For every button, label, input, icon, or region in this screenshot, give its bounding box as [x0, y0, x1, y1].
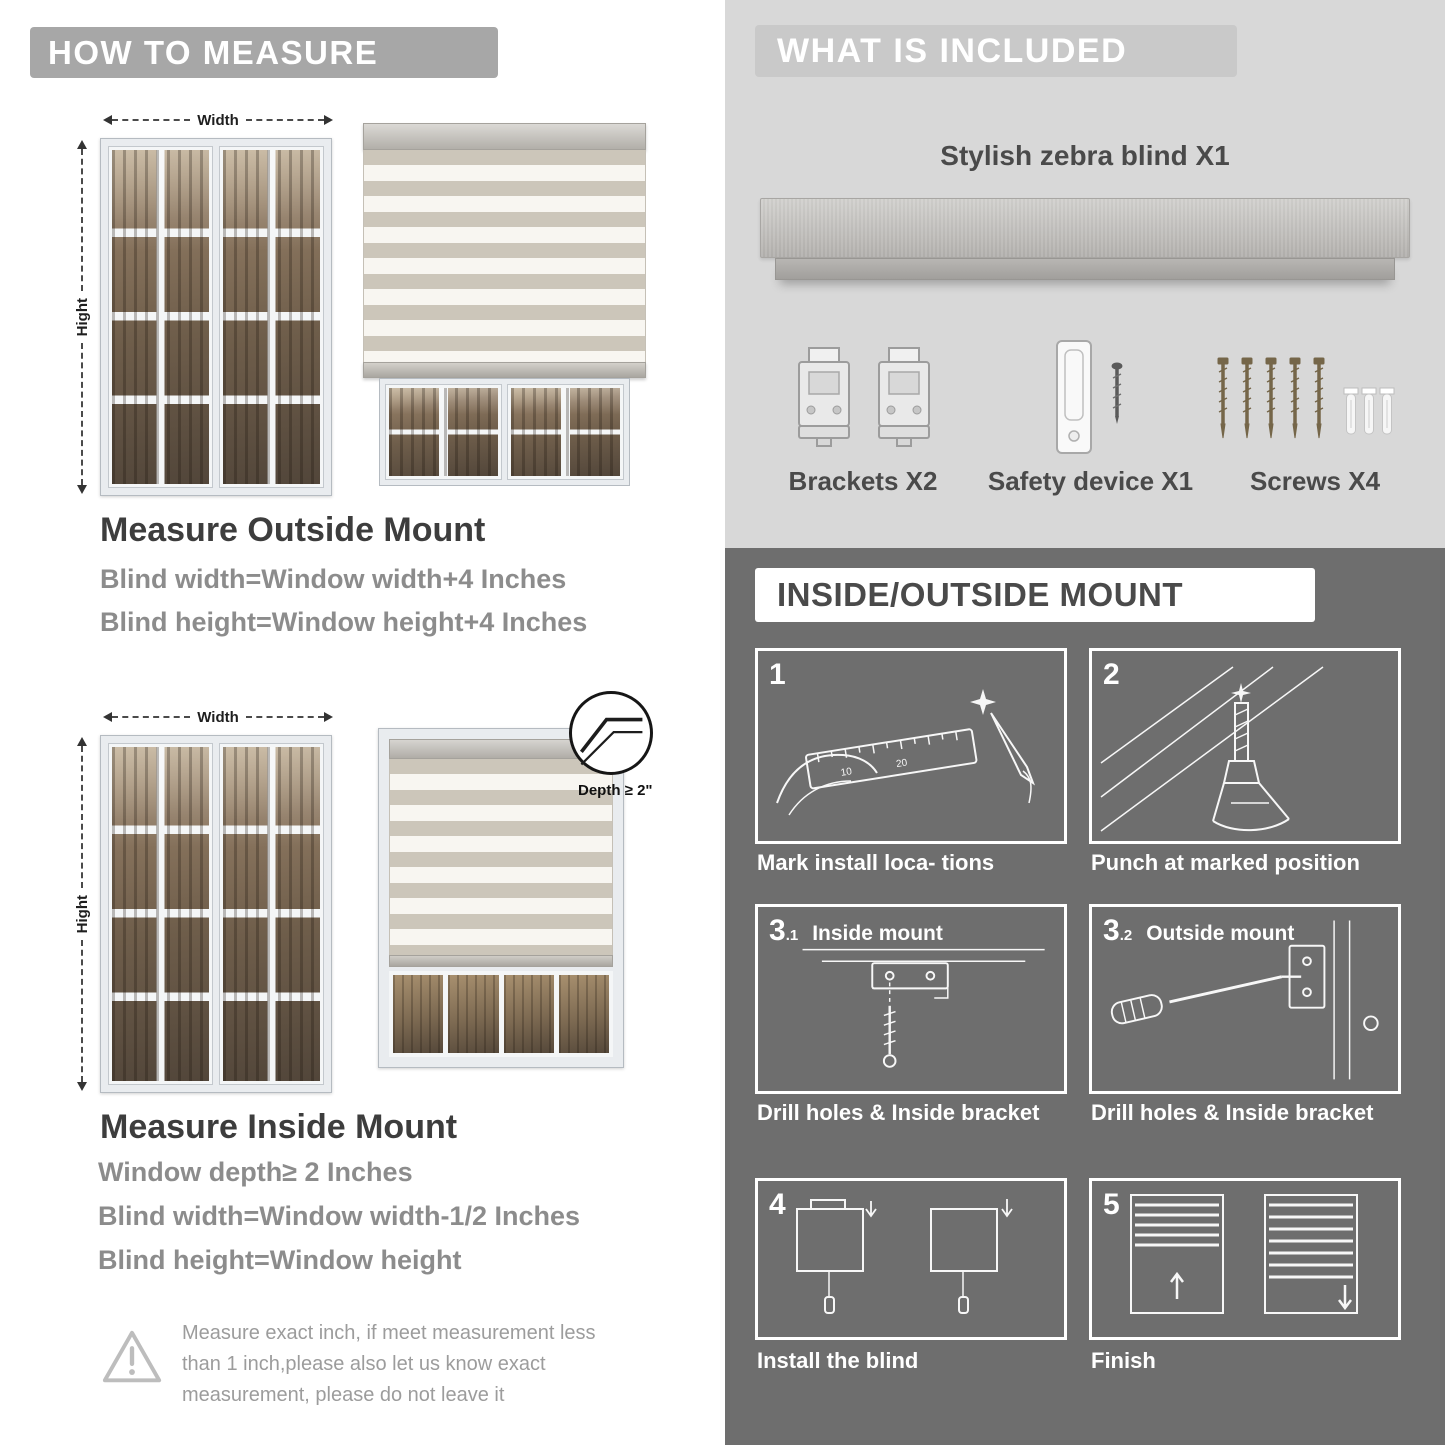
inside-bracket-illustration [802, 948, 1045, 1068]
step-number: 3 [769, 914, 786, 947]
svg-text:20: 20 [895, 757, 908, 770]
step-subnumber: .1 [785, 927, 799, 944]
arrow-down-icon [77, 485, 87, 495]
window-illustration-inside [100, 735, 332, 1093]
window-sash [385, 384, 502, 480]
window-sash [108, 743, 213, 1085]
mark-location-illustration: 10 20 [776, 689, 1036, 816]
bracket-icon [878, 347, 930, 447]
width-arrow-outside: Width [103, 110, 334, 130]
zebra-blind-rail-image [775, 258, 1395, 280]
outside-mount-title: Measure Outside Mount [100, 511, 486, 549]
window-illustration-outside [100, 138, 332, 496]
window-sash [507, 384, 624, 480]
arrow-up-icon [77, 140, 87, 149]
step-number: 1 [769, 658, 786, 691]
inside-outside-mount-section: INSIDE/OUTSIDE MOUNT 1 10 20 [725, 548, 1445, 1445]
depth-detail-callout [569, 691, 653, 775]
what-is-included-header: WHAT IS INCLUDED [755, 25, 1237, 77]
height-arrow-outside: Hight [72, 140, 92, 495]
step-5-caption: Finish [1091, 1348, 1156, 1373]
step-subnumber: .2 [1119, 927, 1133, 944]
finished-blind-illustration [1130, 1194, 1358, 1314]
step-1-caption: Mark install loca- tions [757, 850, 995, 875]
how-to-measure-title: HOW TO MEASURE [48, 34, 379, 71]
drill-illustration [1100, 666, 1324, 832]
width-arrow-inside: Width [103, 707, 334, 727]
svg-text:10: 10 [840, 766, 853, 779]
blind-bottomrail [389, 955, 613, 967]
width-label: Width [197, 708, 239, 726]
blind-stripes [363, 150, 646, 362]
step-title: Inside mount [812, 922, 943, 945]
step-5-panel: 5 [1089, 1178, 1401, 1340]
arrow-up-icon [77, 737, 87, 746]
step-3-2-panel: 3.2 Outside mount [1089, 904, 1401, 1094]
warning-text: Measure exact inch, if meet measurement … [182, 1322, 596, 1406]
step-2-panel: 2 [1089, 648, 1401, 844]
brackets-label: Brackets X2 [788, 466, 938, 496]
height-label: Hight [73, 297, 91, 337]
arrow-left-icon [103, 115, 112, 125]
inside-height-formula: Blind height=Window height [98, 1245, 462, 1275]
safety-device-label: Safety device X1 [987, 466, 1194, 496]
mount-section-title: INSIDE/OUTSIDE MOUNT [777, 576, 1184, 613]
what-is-included-title: WHAT IS INCLUDED [777, 32, 1128, 70]
outside-bracket-illustration [1110, 920, 1379, 1080]
zebra-blind-inside-illustration [378, 728, 624, 1068]
inside-depth-formula: Window depth≥ 2 Inches [98, 1157, 413, 1187]
step-number: 2 [1103, 658, 1120, 691]
window-sash [108, 146, 213, 488]
brackets-image [791, 338, 937, 453]
depth-requirement-label: Depth ≥ 2" [578, 782, 653, 799]
step-3-1-caption: Drill holes & Inside bracket [757, 1100, 1040, 1125]
step-4-panel: 4 [755, 1178, 1067, 1340]
blind-headrail [363, 123, 646, 150]
anchors-icon [1343, 387, 1395, 435]
window-corner-icon [579, 717, 643, 766]
blind-bottomrail [363, 362, 646, 378]
blind-stripes [389, 759, 613, 955]
window-below-blind [379, 378, 630, 486]
arrow-right-icon [324, 712, 334, 722]
height-arrow-inside: Hight [72, 737, 92, 1092]
arrow-right-icon [324, 115, 334, 125]
safety-device-image [1037, 336, 1147, 466]
screws-image [1211, 346, 1396, 463]
step-number: 3 [1103, 914, 1120, 947]
window-sash [219, 146, 324, 488]
step-1-panel: 1 10 20 [755, 648, 1067, 844]
arrow-left-icon [103, 712, 112, 722]
step-number: 5 [1103, 1188, 1120, 1221]
what-is-included-section: WHAT IS INCLUDED Stylish zebra blind X1 [725, 0, 1445, 548]
width-label: Width [197, 111, 239, 129]
height-label: Hight [73, 894, 91, 934]
zebra-blind-cassette-image [760, 198, 1410, 258]
measurement-warning: Measure exact inch, if meet measurement … [100, 1318, 645, 1411]
step-number: 4 [769, 1188, 786, 1221]
step-3-1-panel: 3.1 Inside mount [755, 904, 1067, 1094]
inside-mount-title: Measure Inside Mount [100, 1108, 458, 1146]
step-3-2-caption: Drill holes & Inside bracket [1091, 1100, 1374, 1125]
how-to-measure-header: HOW TO MEASURE [30, 27, 498, 78]
inside-width-formula: Blind width=Window width-1/2 Inches [98, 1201, 581, 1231]
step-2-caption: Punch at marked position [1091, 850, 1360, 875]
arrow-down-icon [77, 1082, 87, 1092]
outside-width-formula: Blind width=Window width+4 Inches [100, 564, 567, 594]
zebra-blind-item-label: Stylish zebra blind X1 [940, 140, 1230, 171]
zebra-blind-outside-illustration [363, 123, 646, 486]
mount-section-header: INSIDE/OUTSIDE MOUNT [755, 568, 1315, 622]
outside-height-formula: Blind height=Window height+4 Inches [100, 607, 588, 637]
screws-icon [1217, 357, 1395, 439]
window-below-blind [389, 971, 613, 1057]
window-sash [219, 743, 324, 1085]
bracket-icon [798, 347, 850, 447]
safety-device-icon [1056, 340, 1123, 454]
exclamation-triangle-icon [102, 1330, 162, 1383]
step-4-caption: Install the blind [757, 1348, 919, 1373]
step-title: Outside mount [1146, 922, 1295, 945]
screws-label: Screws X4 [1249, 466, 1381, 496]
install-blind-illustration [796, 1199, 1013, 1314]
